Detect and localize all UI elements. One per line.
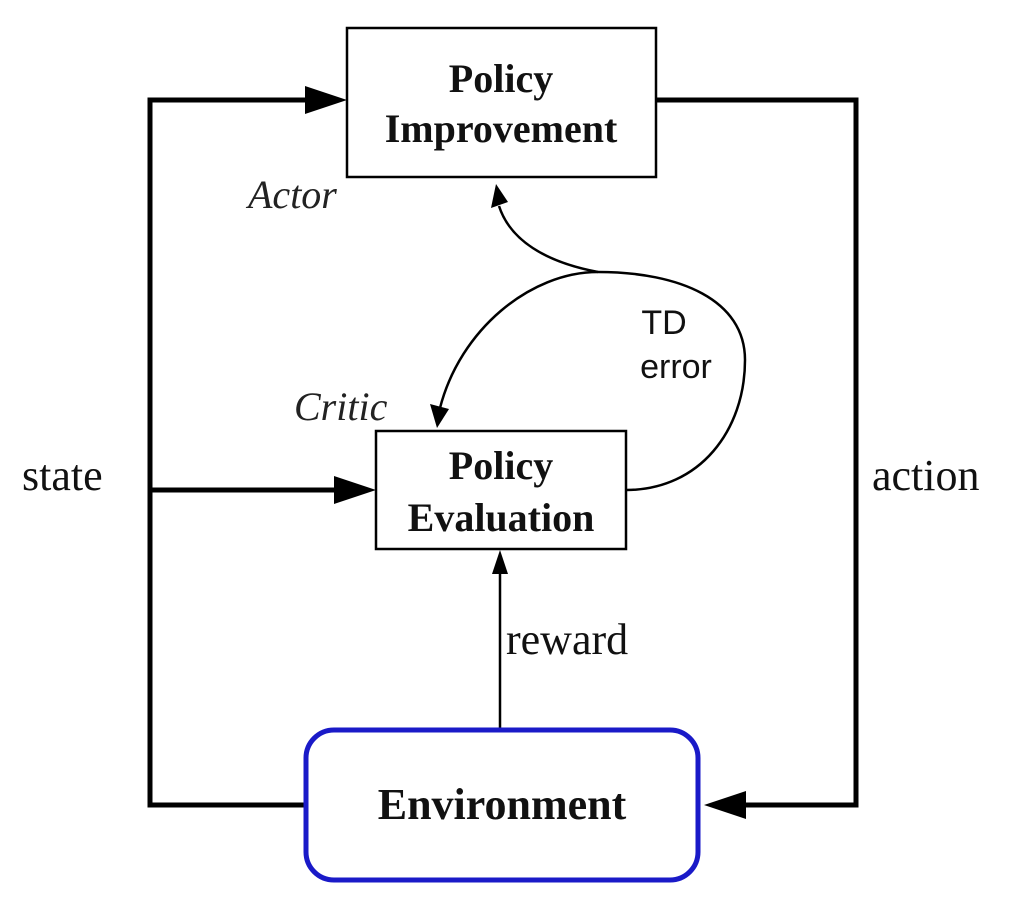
actor-label: Actor	[245, 172, 337, 217]
policy-evaluation-box	[374, 429, 628, 551]
td-error-to-critic-arrowhead	[430, 404, 449, 428]
reward-label: reward	[506, 615, 628, 664]
td-error-label-line1: TD	[641, 304, 686, 342]
critic-label: Critic	[294, 384, 388, 429]
policy-improvement-box	[345, 26, 658, 179]
state-loop-line	[147, 97, 312, 808]
td-error-to-actor-arrowhead	[491, 184, 508, 208]
environment-label: Environment	[378, 780, 627, 829]
td-error-to-actor-curve	[497, 205, 599, 274]
policy-evaluation-title-line1: Policy	[449, 443, 553, 488]
action-loop-line	[656, 97, 859, 808]
policy-improvement-title-line2: Improvement	[385, 106, 618, 151]
action-label: action	[872, 451, 980, 500]
state-label: state	[22, 451, 103, 500]
td-error-label-line2: error	[640, 348, 712, 386]
td-error-curve	[438, 270, 747, 492]
policy-evaluation-title-line2: Evaluation	[408, 495, 595, 540]
environment-box	[303, 727, 701, 883]
action-to-environment-arrowhead	[704, 791, 746, 819]
state-to-actor-arrowhead	[305, 86, 347, 114]
reward-arrowhead	[492, 550, 508, 574]
state-to-critic-arrowhead	[334, 476, 376, 504]
policy-improvement-title-line1: Policy	[449, 56, 553, 101]
